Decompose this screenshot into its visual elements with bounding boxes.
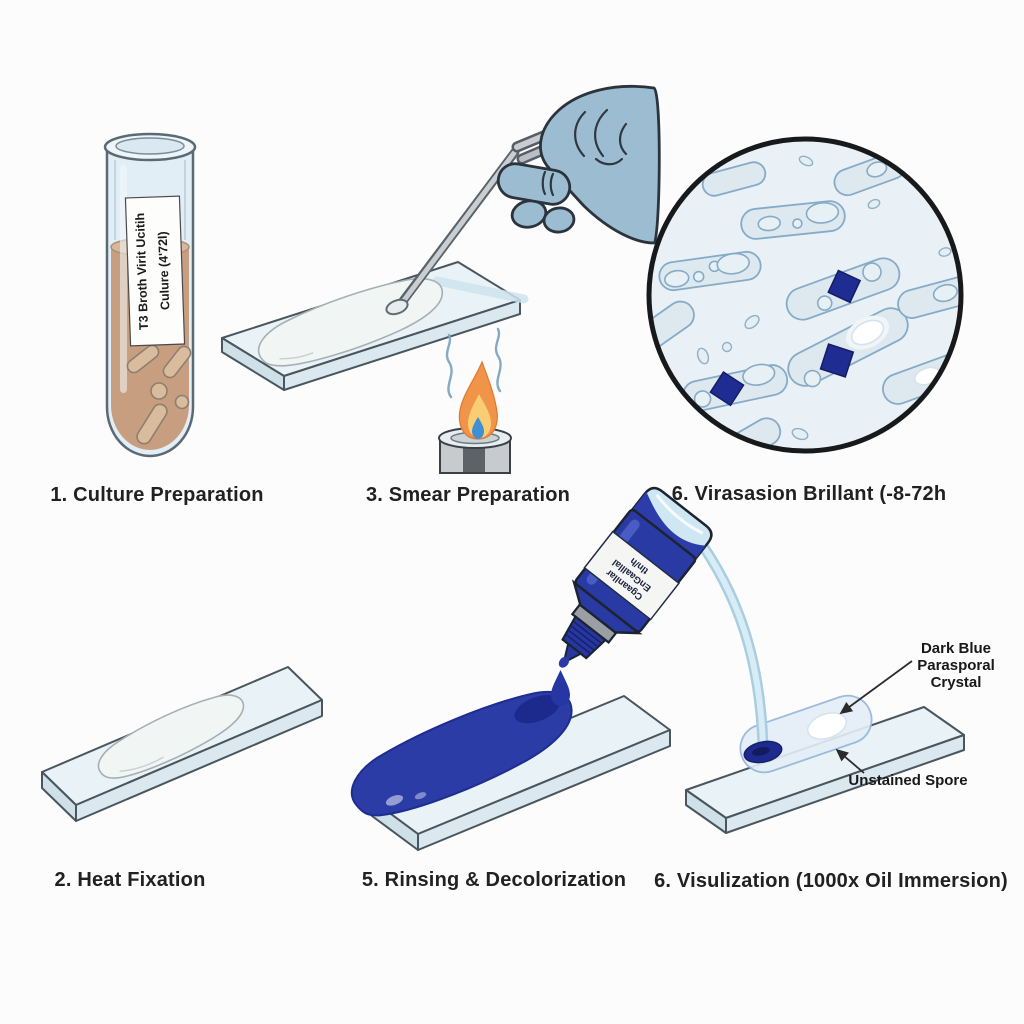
parasporal-crystal — [709, 371, 745, 407]
bacteria-rod — [740, 200, 846, 240]
caption-incubation-view: 6. Virasasion Brillant (-8-72h — [671, 483, 947, 505]
test-tube-illustration: T3 Broth Virit Ucitih Culure (4'72l) — [103, 132, 197, 458]
bright-spore — [850, 319, 885, 346]
unstained-spore-oval — [806, 712, 848, 740]
bacteria-rod — [897, 273, 959, 319]
microscope-field-illustration — [646, 136, 964, 454]
bottle-label — [583, 530, 680, 621]
spore-annotation: Unstained Spore — [848, 772, 968, 789]
stain-bottle: Cgaanllar EnGaalllal tln/h — [558, 486, 713, 668]
rinse-stream — [690, 530, 769, 752]
caption-heat-fixation: 2. Heat Fixation — [54, 869, 206, 891]
spore-annotation-arrow — [835, 748, 865, 774]
bacteria-in-culture — [126, 344, 192, 445]
burner-flame-illustration — [438, 327, 512, 474]
parasporal-crystal — [827, 269, 862, 304]
caption-culture-preparation: 1. Culture Preparation — [50, 484, 264, 506]
bacteria-rod-with-spore — [787, 307, 909, 388]
caption-smear-preparation: 3. Smear Preparation — [365, 484, 571, 506]
tube-label-line2: Culure (4'72l) — [156, 231, 173, 310]
crystal-annotation-line1: Dark Blue — [920, 640, 992, 657]
crystal-annotation-line3: Crystal — [930, 673, 982, 691]
microscope-ring — [646, 136, 964, 454]
visualization-illustration — [685, 530, 965, 834]
crystal-annotation-line2: Parasporal — [917, 656, 995, 674]
fixed-smear — [97, 694, 245, 779]
falling-drop — [551, 670, 570, 706]
smear-preparation-illustration — [221, 84, 661, 391]
fingertip — [542, 206, 576, 234]
crystal-annotation: Dark Blue Parasporal Crystal — [917, 640, 995, 692]
gloved-hand — [496, 84, 661, 245]
heat-fixation-illustration — [41, 666, 323, 822]
bacteria-rod-with-crystal — [785, 257, 901, 321]
caption-rinsing-decolorization: 5. Rinsing & Decolorization — [361, 869, 627, 891]
tube-label-line1: T3 Broth Virit Ucitih — [133, 213, 151, 331]
caption-visualization: 6. Visulization (1000x Oil Immersion) — [654, 870, 1008, 892]
crystal-annotation-arrow — [839, 660, 913, 715]
parasporal-crystal — [819, 343, 855, 378]
stain-pool — [350, 690, 573, 817]
bacteria-rod-with-crystal — [681, 363, 789, 412]
stain-drop-on-slide — [743, 740, 783, 764]
rinsing-illustration: Cgaanllar EnGaalllal tln/h — [350, 486, 713, 851]
bacteria-rod — [701, 161, 767, 197]
heat-wave — [445, 333, 453, 399]
bacteria-rod — [651, 300, 695, 356]
bacteria-rod — [658, 250, 762, 292]
tube-label: T3 Broth Virit Ucitih Culure (4'72l) — [124, 195, 186, 347]
flame-core — [472, 417, 484, 439]
heat-wave — [494, 327, 502, 393]
